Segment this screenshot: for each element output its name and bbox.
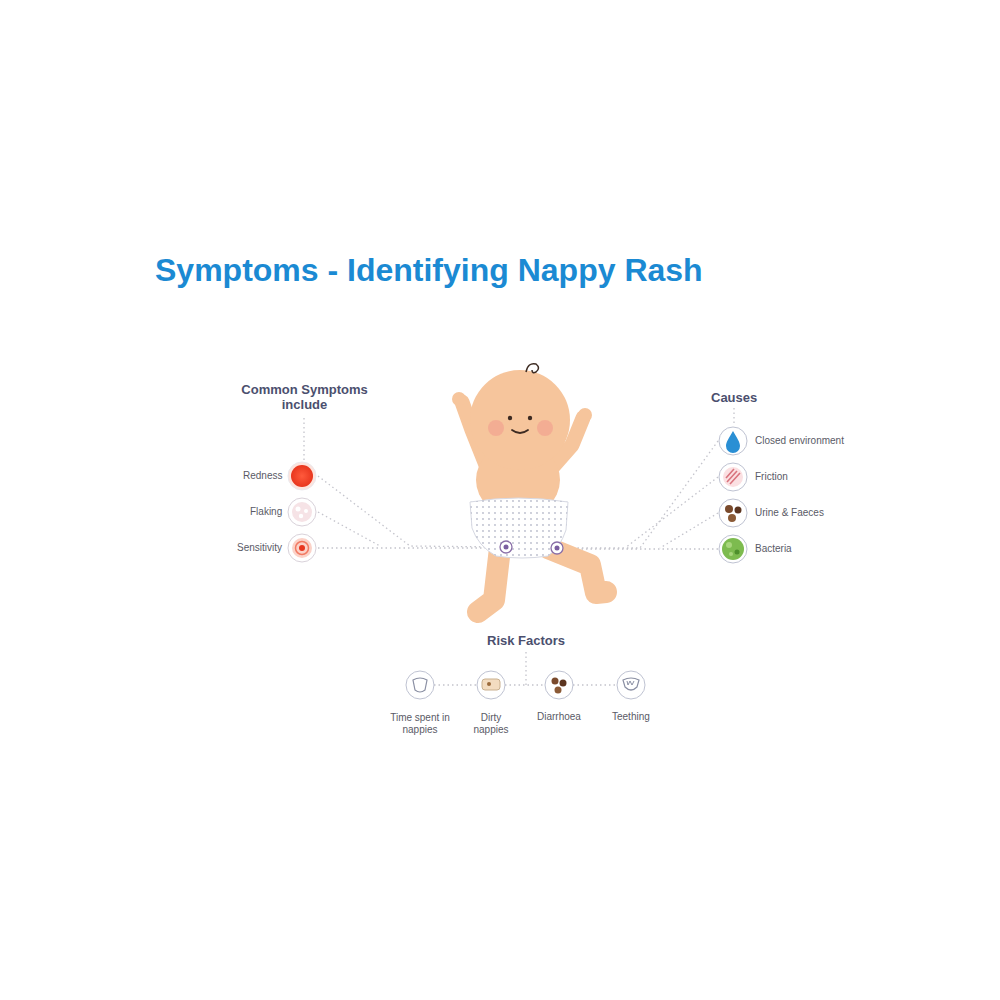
cause-label: Urine & Faeces [755, 507, 824, 519]
risk-label: Diarrhoea [537, 711, 581, 723]
cause-label: Friction [755, 471, 788, 483]
risk-label: Teething [612, 711, 650, 723]
risk-label: Time spent in nappies [386, 712, 454, 735]
title: Symptoms - Identifying Nappy Rash [155, 252, 703, 289]
symptom-label: Sensitivity [237, 542, 282, 554]
symptom-label: Flaking [250, 506, 282, 518]
section-heading: Causes [711, 391, 757, 406]
cause-icons [719, 427, 747, 563]
section-heading: Risk Factors [487, 634, 565, 649]
baby-illustration [452, 364, 606, 612]
section-heading: Common Symptoms include [237, 383, 372, 413]
symptom-icons [288, 462, 316, 562]
symptom-label: Redness [243, 470, 282, 482]
risk-icons [406, 671, 645, 699]
cause-label: Bacteria [755, 543, 792, 555]
cause-label: Closed environment [755, 435, 844, 447]
risk-label: Dirty nappies [465, 712, 517, 735]
